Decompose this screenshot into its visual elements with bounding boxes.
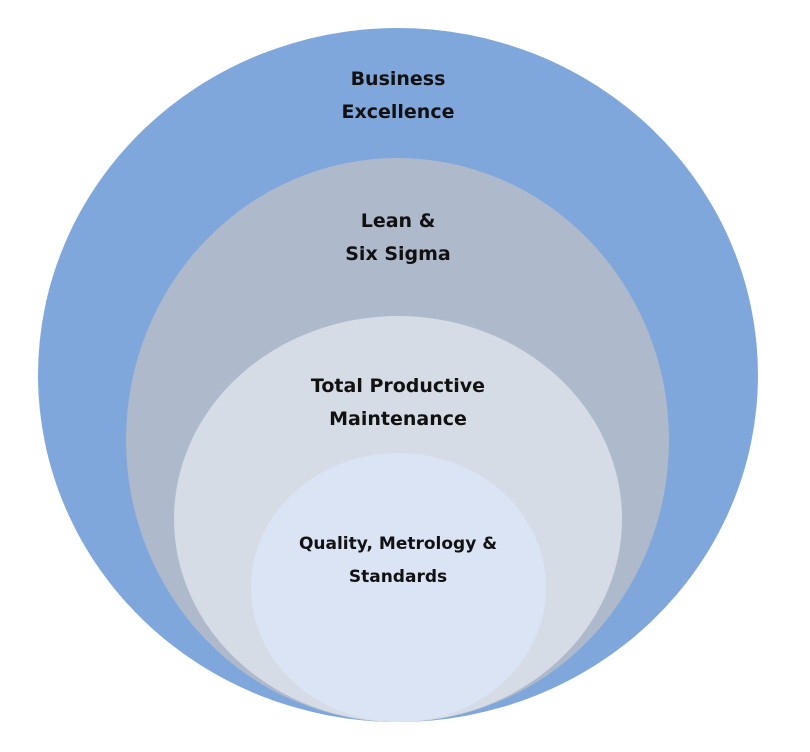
layer-quality-metrology-standards [251, 453, 546, 722]
label-lean-six-sigma: Lean & Six Sigma [345, 210, 451, 265]
label-quality-metrology-standards: Quality, Metrology & Standards [298, 534, 498, 587]
label-total-productive-maintenance: Total Productive Maintenance [310, 375, 486, 430]
label-business-excellence: Business Excellence [341, 68, 455, 123]
